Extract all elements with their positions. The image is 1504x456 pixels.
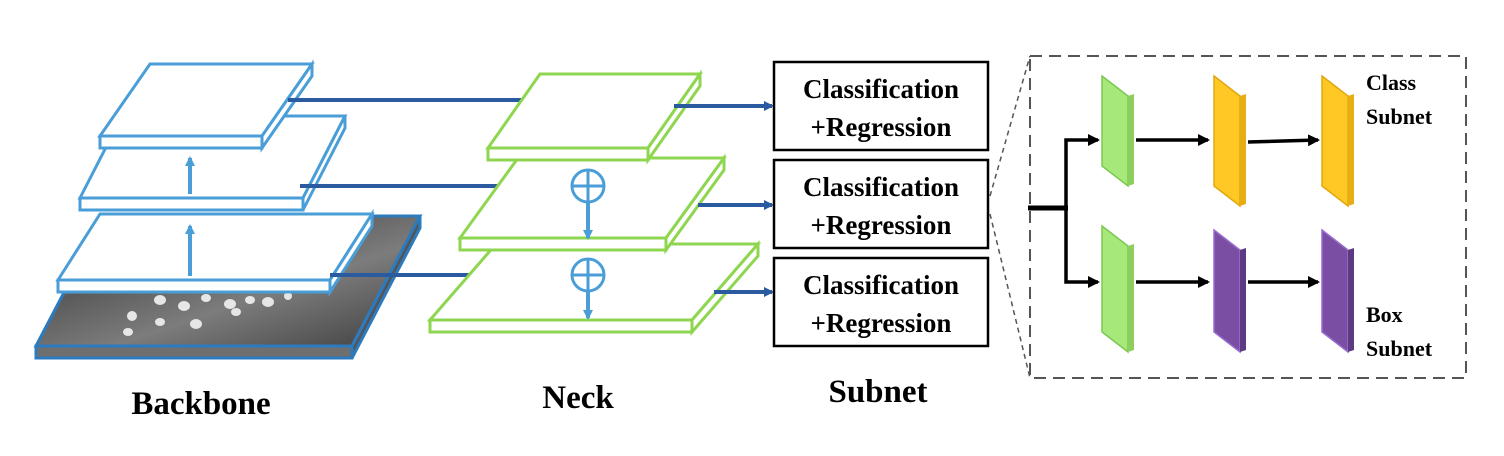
box-subnet-conv-3 (1321, 228, 1354, 354)
aerial-thermal-image (123, 292, 292, 336)
circle-plus-icon (570, 257, 606, 293)
neck-stack (426, 69, 762, 337)
head-3-line-1: Classification (803, 270, 959, 300)
head-box-1: Classification +Regression (772, 60, 990, 152)
neck-to-head-arrows (674, 101, 774, 297)
neck-level-3 (485, 69, 703, 165)
head-3-line-2: +Regression (811, 308, 952, 338)
box-subnet-label-1: Box (1366, 302, 1403, 327)
neck-label: Neck (542, 380, 614, 416)
class-subnet-label-1: Class (1366, 70, 1417, 95)
class-subnet-label-2: Subnet (1366, 104, 1433, 129)
head-box-3: Classification +Regression (772, 256, 990, 348)
head-1-line-1: Classification (803, 74, 959, 104)
head-1-line-2: +Regression (811, 112, 952, 142)
branch-arrow-box (1064, 208, 1100, 288)
zoom-lines (989, 55, 1031, 379)
box-subnet-conv-1 (1101, 224, 1134, 354)
circle-plus-icon (570, 168, 606, 204)
backbone-stack (33, 59, 423, 360)
box-subnet-conv-2 (1213, 228, 1246, 354)
class-subnet-conv-3 (1321, 74, 1354, 208)
backbone-level-1 (55, 208, 375, 298)
box-subnet-label-2: Subnet (1366, 336, 1433, 361)
class-subnet-conv-1 (1101, 74, 1134, 188)
class-subnet-conv-2 (1213, 74, 1246, 208)
subnet-detail-panel: Class Subnet Box Subnet (1028, 55, 1467, 379)
head-2-line-2: +Regression (811, 210, 952, 240)
backbone-label: Backbone (131, 386, 270, 422)
subnet-label: Subnet (828, 374, 927, 410)
class-arrow-2 (1247, 134, 1320, 147)
branch-arrow-class (1064, 134, 1100, 208)
head-2-line-1: Classification (803, 172, 959, 202)
head-box-2: Classification +Regression (772, 158, 990, 250)
backbone-level-3 (97, 59, 315, 153)
